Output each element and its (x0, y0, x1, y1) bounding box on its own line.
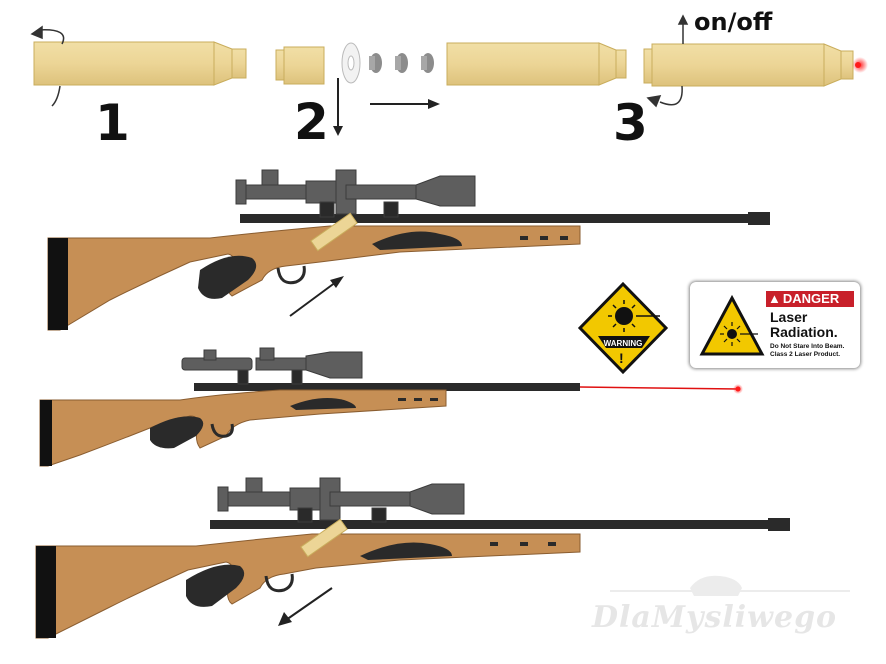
rotate-arrow-icon (30, 25, 65, 107)
warning-label: WARNING (603, 339, 643, 348)
danger-title-line1: Laser (770, 309, 808, 325)
rifle-stock (39, 389, 447, 467)
danger-header: ▲DANGER (766, 291, 854, 307)
cartridge-base-part (275, 46, 325, 85)
arrow-up-right-icon (289, 276, 344, 317)
warning-exclamation: ! (619, 350, 624, 366)
rifle-scope (235, 169, 476, 218)
danger-title: Laser Radiation. (770, 310, 838, 340)
alert-triangle-icon: ▲ (768, 291, 781, 306)
danger-title-line2: Radiation. (770, 324, 838, 340)
cartridge-step-3 (643, 43, 868, 87)
assembly-steps-diagram (30, 14, 868, 136)
danger-fine-print: Do Not Stare Into Beam. Class 2 Laser Pr… (770, 343, 844, 359)
danger-fine-line2: Class 2 Laser Product. (770, 351, 841, 358)
rifle-scope (181, 347, 363, 385)
rifle-forend-panel (360, 542, 452, 560)
rifle-forend-panel (290, 398, 356, 410)
switch-label: on/off (694, 8, 773, 36)
rifle-scope (217, 477, 465, 523)
step-number-3: 3 (613, 94, 648, 152)
rifle-grip-panel (150, 416, 204, 449)
rifle-grip-panel (198, 255, 257, 299)
arrow-down-icon (333, 78, 343, 136)
laser-burst-icon (615, 307, 633, 325)
laser-beam (579, 386, 739, 390)
arrow-right-icon (370, 99, 440, 109)
switch-rotate-arrow-icon (646, 14, 689, 108)
danger-fine-line1: Do Not Stare Into Beam. (770, 343, 845, 350)
rifle-grip-panel (186, 564, 245, 607)
cartridge-case-part (446, 42, 627, 86)
laser-dot (735, 386, 741, 392)
rifle-forend-panel (372, 231, 462, 250)
cartridge-step-1 (33, 41, 247, 86)
battery-cells (369, 53, 434, 73)
arrow-down-left-icon (278, 587, 333, 626)
watermark: DlaMysliwego (592, 600, 838, 635)
rifle-stock (35, 533, 581, 639)
cartridge-in-chamber (310, 212, 358, 252)
step-number-2: 2 (294, 93, 329, 151)
cartridge-in-chamber (300, 518, 348, 558)
washer-part (341, 42, 361, 84)
danger-header-text: DANGER (782, 291, 840, 306)
step-number-1: 1 (95, 94, 130, 152)
